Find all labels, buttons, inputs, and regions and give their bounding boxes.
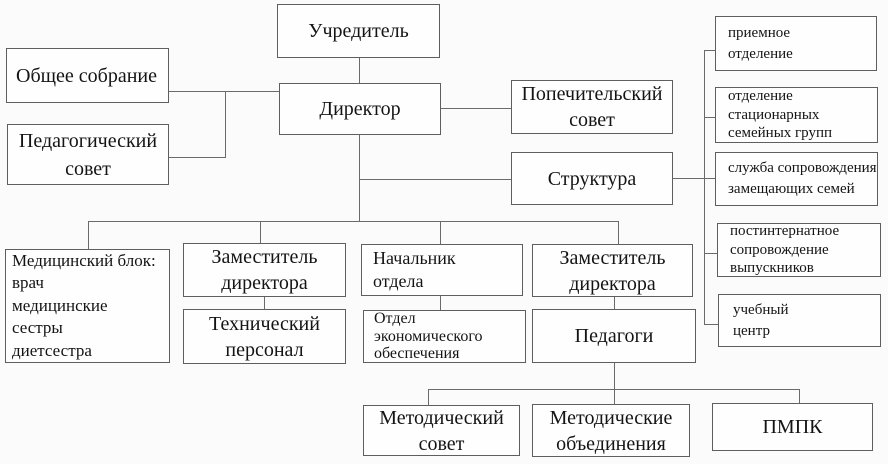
node-board-of-trustees: Попечительский совет	[511, 80, 673, 134]
node-teachers: Педагоги	[532, 309, 696, 363]
edge-deputy1-technical-staff	[264, 297, 265, 309]
node-postinternat-support: постинтернатное сопровождение выпускнико…	[717, 223, 881, 277]
edge-teachers-down	[614, 363, 615, 404]
node-stationary-family-groups: отделение стационарных семейных групп	[715, 87, 878, 143]
node-substitute-family-support: служба сопровождения замещающих семей	[715, 152, 878, 206]
edge-founder-director	[359, 58, 360, 83]
node-economic-department: Отдел экономического обеспечения	[363, 310, 526, 363]
edge-director-structure	[359, 179, 511, 180]
edge-drop-deputy1	[260, 221, 261, 243]
node-methodical-associations: Методические объединения	[532, 404, 690, 457]
node-training-center: учебный центр	[718, 294, 881, 347]
node-general-meeting: Общее собрание	[6, 48, 169, 103]
edge-department-head-econ	[440, 296, 441, 310]
edge-drop-pmpk	[799, 389, 800, 403]
edge-drop-methodical-council	[428, 389, 429, 405]
edge-director-trustees	[441, 108, 511, 109]
edge-bottom-bus	[428, 389, 799, 390]
edge-structure-trunk	[673, 178, 715, 179]
edge-stub-admission	[704, 50, 715, 51]
node-deputy-director-2: Заместитель директора	[532, 244, 693, 297]
edge-pedagogical-council-riser	[225, 91, 226, 158]
edge-drop-department-head	[440, 221, 441, 244]
node-director: Директор	[279, 83, 441, 135]
node-pmpk: ПМПК	[712, 403, 873, 451]
node-technical-staff: Технический персонал	[183, 309, 346, 364]
node-methodical-council: Методический совет	[363, 405, 520, 456]
node-founder: Учредитель	[277, 4, 440, 58]
edge-drop-medical-block	[88, 221, 89, 249]
edge-stub-postinternat	[704, 253, 717, 254]
edge-stub-stationary	[704, 117, 715, 118]
node-medical-block: Медицинский блок: врач медицинские сестр…	[5, 249, 170, 363]
node-structure: Структура	[511, 152, 673, 205]
edge-stub-training-center	[704, 324, 718, 325]
edge-distribution-bus	[88, 221, 618, 222]
edge-right-trunk	[704, 50, 705, 324]
edge-general-meeting-director	[169, 91, 279, 92]
node-deputy-director-1: Заместитель директора	[183, 243, 346, 297]
node-department-head: Начальник отдела	[361, 244, 523, 296]
edge-director-trunk	[359, 135, 360, 221]
node-admission-department: приемное отделение	[715, 16, 877, 71]
node-pedagogical-council: Педагогический совет	[7, 124, 169, 185]
edge-deputy2-teachers	[614, 297, 615, 309]
edge-drop-deputy2	[618, 221, 619, 244]
edge-pedagogical-council-stub	[169, 157, 225, 158]
